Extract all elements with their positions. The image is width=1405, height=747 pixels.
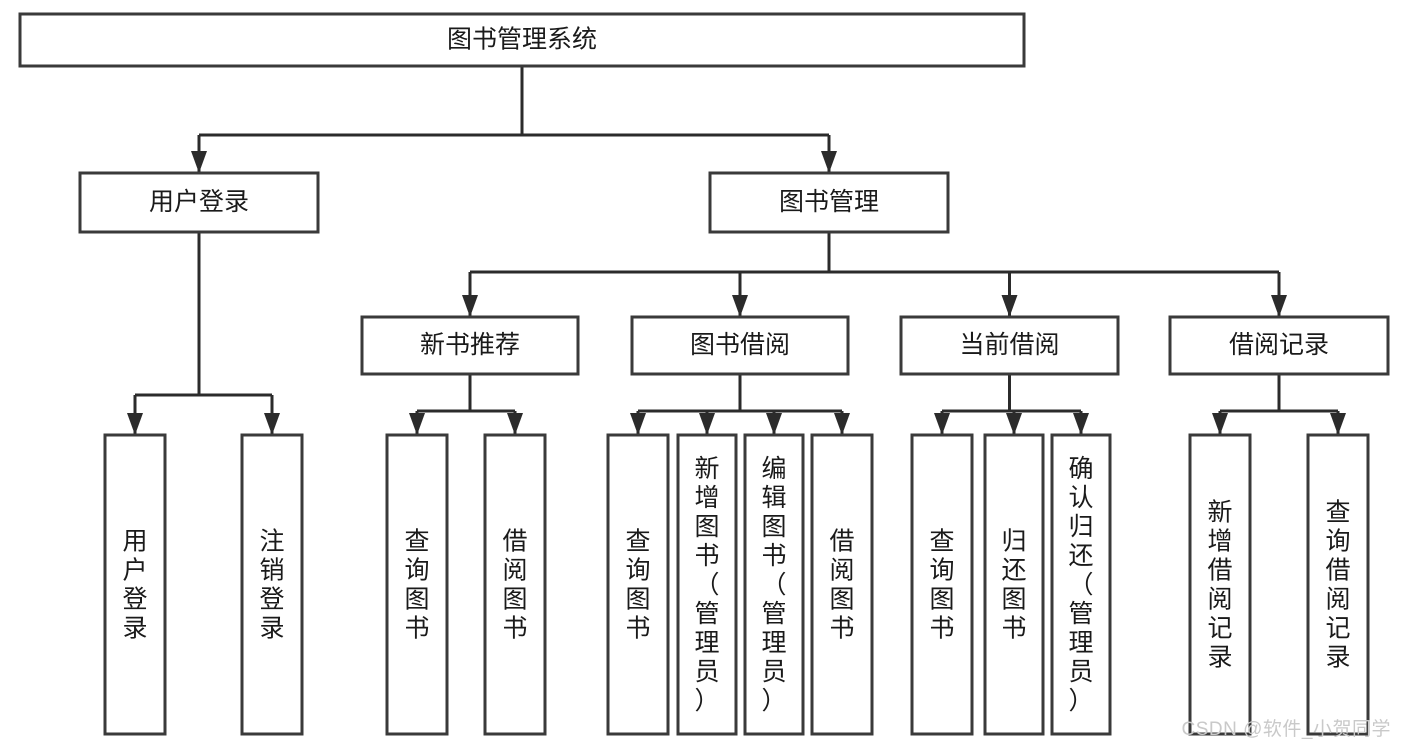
node-leaf-query-book-2[interactable]: 查询图书 xyxy=(606,433,670,736)
node-box xyxy=(240,433,304,736)
arrow-head-icon xyxy=(821,151,837,173)
connector-lines xyxy=(127,66,1346,435)
node-label: 查询图书 xyxy=(625,528,650,643)
node-borrow-record[interactable]: 借阅记录 xyxy=(1168,315,1390,376)
node-label: 图书管理 xyxy=(779,188,879,216)
node-label: 确认归还（管理员） xyxy=(1068,455,1093,715)
arrow-head-icon xyxy=(732,295,748,317)
node-label: 当前借阅 xyxy=(959,331,1059,359)
node-current-borrow[interactable]: 当前借阅 xyxy=(899,315,1120,376)
arrow-head-icon xyxy=(264,413,280,435)
csdn-watermark: CSDN @软件_小贺同学 xyxy=(1181,719,1391,740)
node-box xyxy=(630,315,850,376)
node-leaf-edit-book[interactable]: 编辑图书（管理员） xyxy=(743,433,805,736)
node-label: 新增图书（管理员） xyxy=(694,455,719,715)
node-book-borrow[interactable]: 图书借阅 xyxy=(630,315,850,376)
arrow-head-icon xyxy=(630,413,646,435)
node-box xyxy=(606,433,670,736)
node-book-manage[interactable]: 图书管理 xyxy=(708,171,950,234)
arrow-head-icon xyxy=(766,413,782,435)
arrow-head-icon xyxy=(1330,413,1346,435)
node-root[interactable]: 图书管理系统 xyxy=(18,12,1026,68)
node-leaf-add-book[interactable]: 新增图书（管理员） xyxy=(676,433,738,736)
node-label: 用户登录 xyxy=(149,188,249,216)
arrow-head-icon xyxy=(699,413,715,435)
arrow-head-icon xyxy=(462,295,478,317)
node-box xyxy=(983,433,1045,736)
node-box xyxy=(1168,315,1390,376)
arrow-head-icon xyxy=(1271,295,1287,317)
node-label: 查询图书 xyxy=(929,528,954,643)
node-leaf-borrow-book-1[interactable]: 借阅图书 xyxy=(483,433,547,736)
node-box xyxy=(708,171,950,234)
node-label: 编辑图书（管理员） xyxy=(761,455,786,715)
node-label: 注销登录 xyxy=(259,528,284,643)
node-box xyxy=(385,433,449,736)
node-user-login[interactable]: 用户登录 xyxy=(78,171,320,234)
arrow-head-icon xyxy=(834,413,850,435)
arrow-head-icon xyxy=(934,413,950,435)
node-new-book-rec[interactable]: 新书推荐 xyxy=(360,315,580,376)
node-leaf-user-login[interactable]: 用户登录 xyxy=(103,433,167,736)
node-box xyxy=(676,433,738,736)
node-leaf-logout[interactable]: 注销登录 xyxy=(240,433,304,736)
node-box xyxy=(103,433,167,736)
arrow-head-icon xyxy=(507,413,523,435)
arrow-head-icon xyxy=(127,413,143,435)
node-box xyxy=(18,12,1026,68)
node-leaf-query-record[interactable]: 查询借阅记录 xyxy=(1306,433,1370,736)
node-label: 借阅记录 xyxy=(1229,331,1329,359)
node-leaf-query-book-1[interactable]: 查询图书 xyxy=(385,433,449,736)
arrow-head-icon xyxy=(1001,295,1018,317)
node-leaf-confirm-return[interactable]: 确认归还（管理员） xyxy=(1050,433,1112,736)
node-label: 借阅图书 xyxy=(502,528,527,643)
node-box xyxy=(810,433,874,736)
arrow-head-icon xyxy=(1212,413,1228,435)
node-label: 查询图书 xyxy=(404,528,429,643)
node-box xyxy=(899,315,1120,376)
node-leaf-add-record[interactable]: 新增借阅记录 xyxy=(1188,433,1252,736)
node-box xyxy=(78,171,320,234)
node-leaf-query-book-3[interactable]: 查询图书 xyxy=(910,433,974,736)
node-box xyxy=(1306,433,1370,736)
node-label: 新增借阅记录 xyxy=(1207,499,1232,672)
node-label: 图书借阅 xyxy=(690,331,790,359)
node-leaf-borrow-book-2[interactable]: 借阅图书 xyxy=(810,433,874,736)
node-box xyxy=(483,433,547,736)
node-box xyxy=(1188,433,1252,736)
arrow-head-icon xyxy=(1073,413,1089,435)
arrow-head-icon xyxy=(1006,413,1022,435)
node-box xyxy=(360,315,580,376)
node-box xyxy=(910,433,974,736)
node-label: 图书管理系统 xyxy=(447,26,597,54)
node-label: 用户登录 xyxy=(122,528,147,643)
node-box xyxy=(1050,433,1112,736)
arrow-head-icon xyxy=(409,413,425,435)
node-boxes: 图书管理系统用户登录图书管理新书推荐图书借阅当前借阅借阅记录用户登录注销登录查询… xyxy=(18,12,1390,736)
node-leaf-return-book[interactable]: 归还图书 xyxy=(983,433,1045,736)
arrow-head-icon xyxy=(191,151,207,173)
node-label: 归还图书 xyxy=(1001,528,1026,643)
node-label: 查询借阅记录 xyxy=(1325,499,1350,672)
node-box xyxy=(743,433,805,736)
node-label: 新书推荐 xyxy=(420,331,520,359)
node-label: 借阅图书 xyxy=(829,528,854,643)
